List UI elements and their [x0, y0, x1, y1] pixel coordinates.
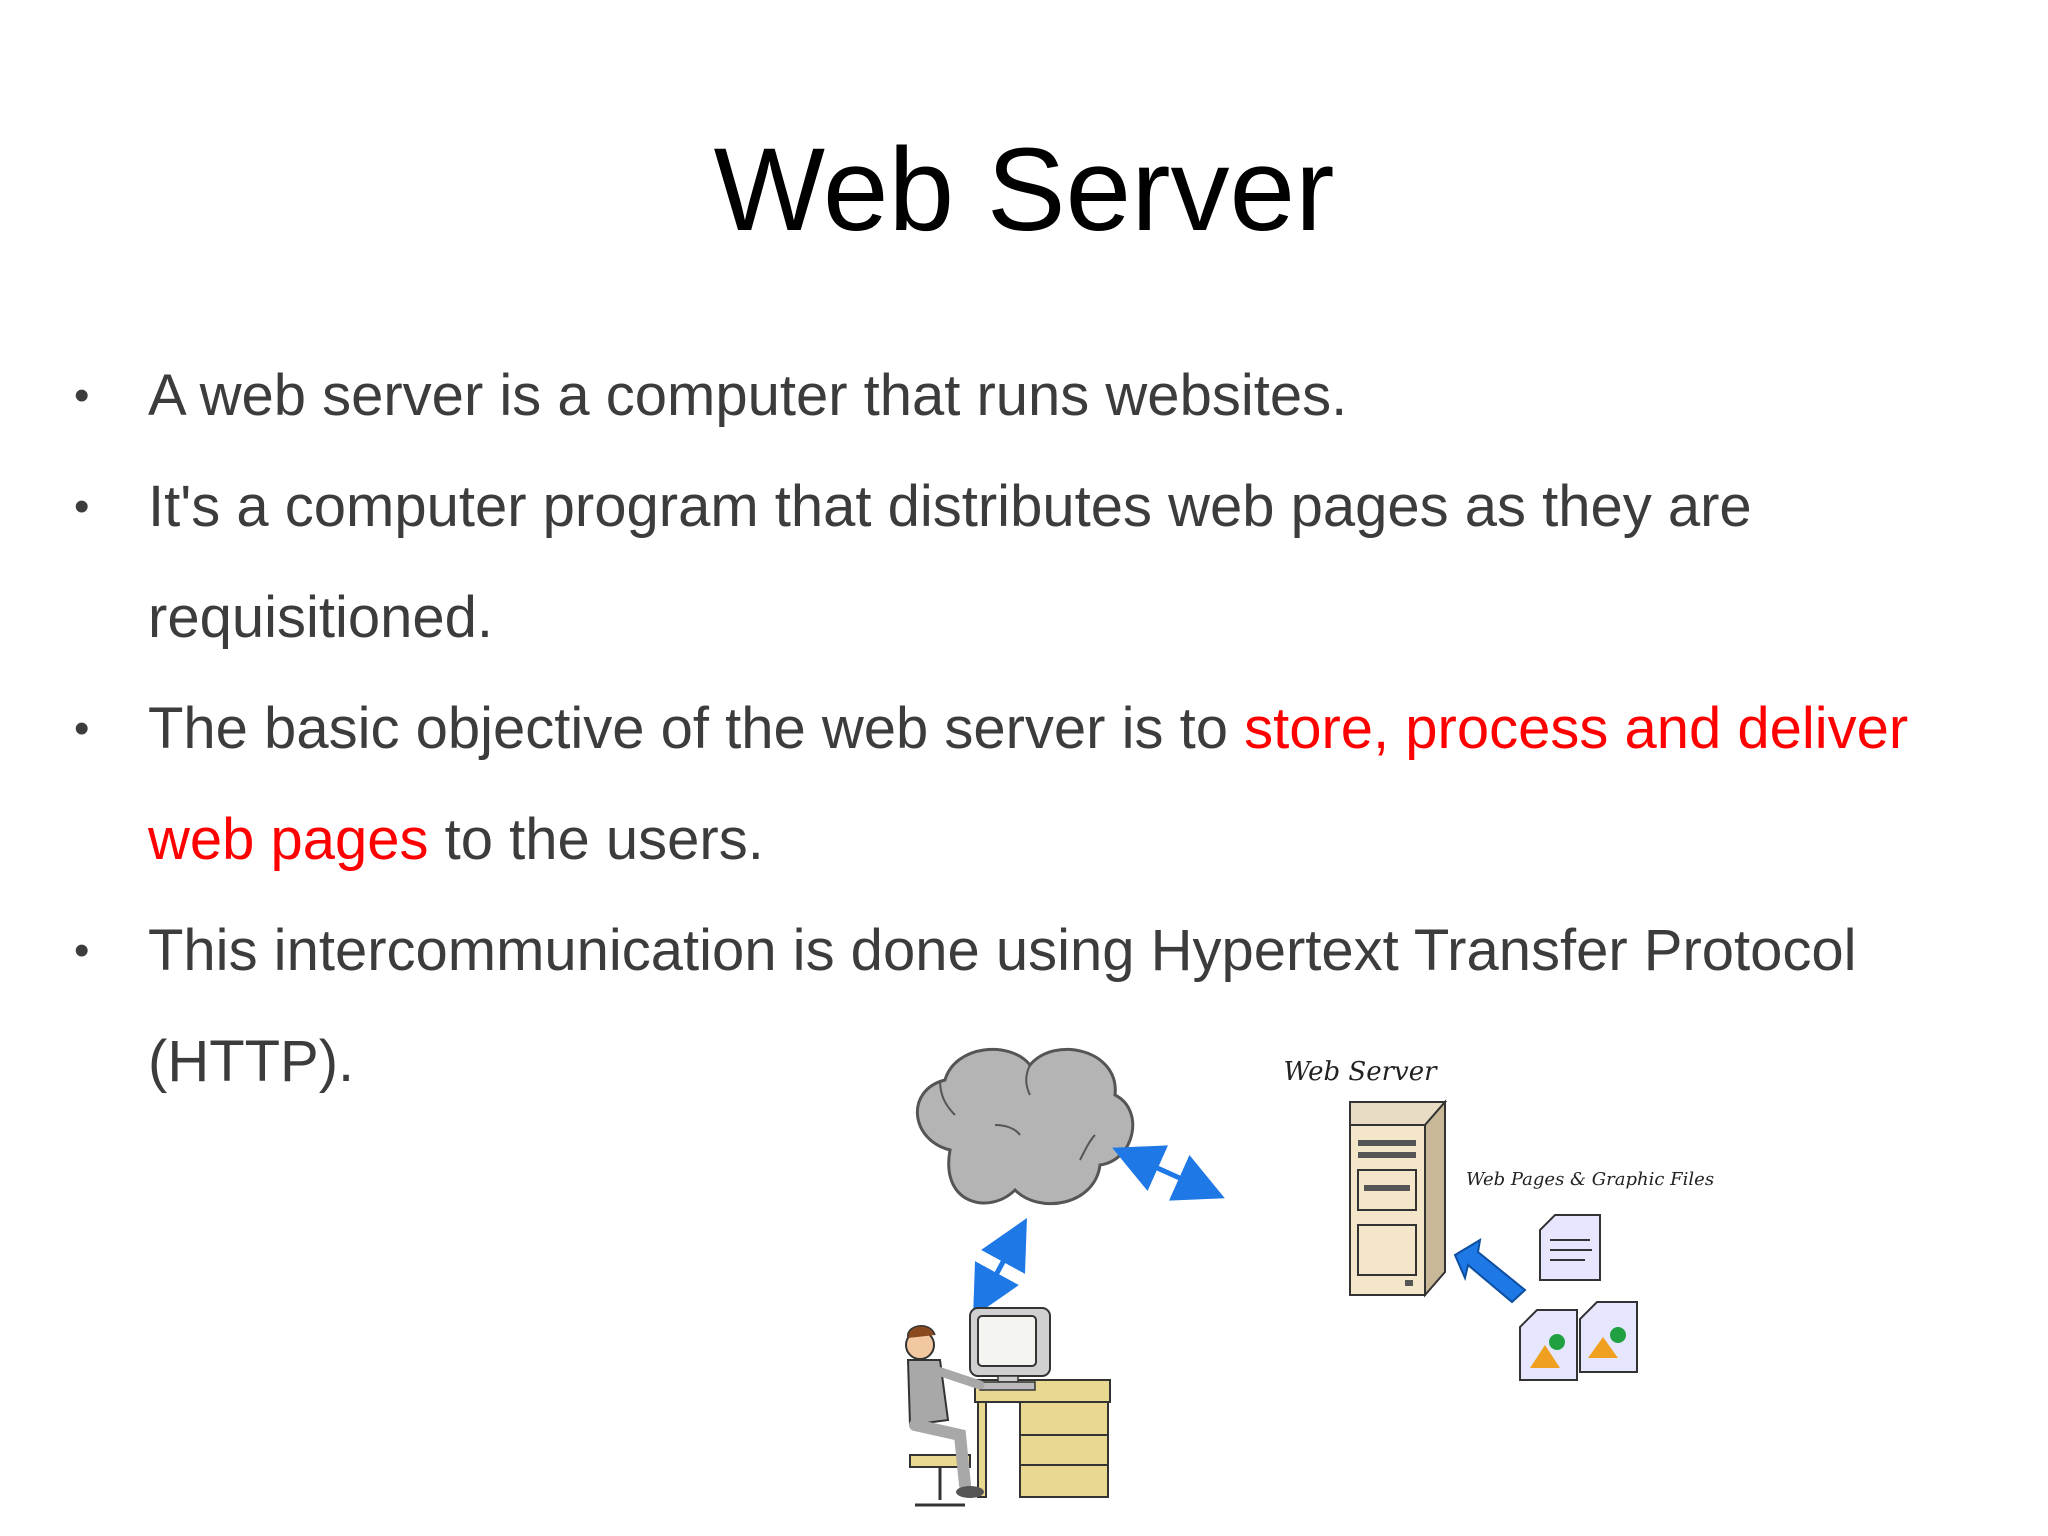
arrow-icon [1112, 1145, 1225, 1201]
server-label: Web Server [1283, 1057, 1438, 1087]
bullet-item: • The basic objective of the web server … [74, 673, 1974, 895]
image-file-icon [1579, 1301, 1638, 1373]
bullet-item: • This intercommunication is done using … [74, 895, 1974, 1117]
bullet-item: • A web server is a computer that runs w… [74, 340, 1974, 451]
bullet-icon: • [74, 926, 90, 975]
cloud-icon [916, 1047, 1135, 1206]
bullet-item: • It's a computer program that distribut… [74, 451, 1974, 673]
bullet-text-before: The basic objective of the web server is… [148, 696, 1245, 761]
files-label: Web Pages & Graphic Files [1466, 1169, 1714, 1190]
image-file-icon [1519, 1309, 1578, 1381]
bullet-icon: • [74, 482, 90, 531]
arrow-icon [973, 1218, 1027, 1317]
bullet-text-after: to the users. [428, 807, 764, 872]
bullet-text: This intercommunication is done using Hy… [148, 918, 1857, 1094]
highlighted-text: store, process and deliver web pages [148, 696, 1909, 872]
bullet-list: • A web server is a computer that runs w… [74, 340, 1974, 1117]
server-icon [1349, 1099, 1448, 1298]
web-server-diagram: Web Server Web Pages & Graphic Files [880, 1040, 1750, 1520]
user-at-computer-icon [905, 1307, 1111, 1507]
document-icon [1539, 1214, 1601, 1281]
bullet-text: It's a computer program that distributes… [148, 474, 1752, 650]
bullet-text: A web server is a computer that runs web… [148, 363, 1348, 428]
bullet-icon: • [74, 704, 90, 753]
slide-title: Web Server [713, 124, 1335, 256]
bullet-icon: • [74, 371, 90, 420]
big-arrow-icon [1453, 1238, 1527, 1304]
